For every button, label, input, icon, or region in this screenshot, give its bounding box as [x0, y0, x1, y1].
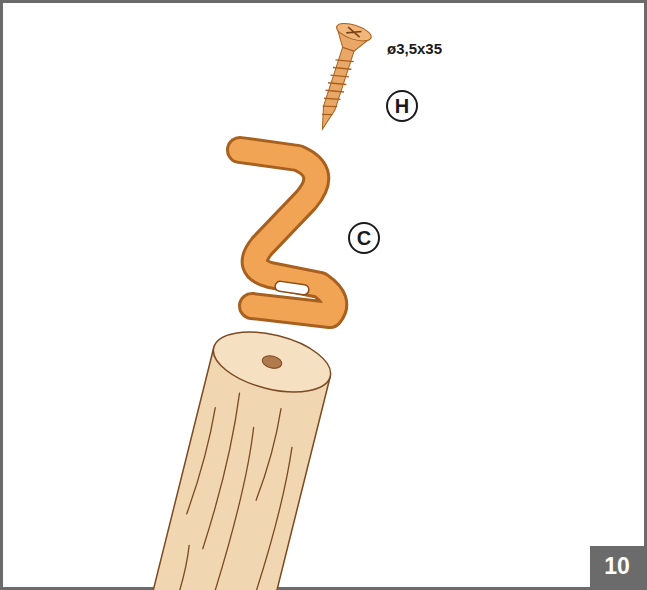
callout-letter: H: [386, 90, 418, 122]
callout-letter: C: [348, 222, 380, 254]
wood-screw: [305, 20, 373, 135]
step-number: 10: [590, 546, 644, 587]
z-bracket: [240, 150, 334, 315]
screw-dimension: ø3,5x35: [387, 40, 442, 57]
wooden-dowel: [146, 321, 337, 590]
